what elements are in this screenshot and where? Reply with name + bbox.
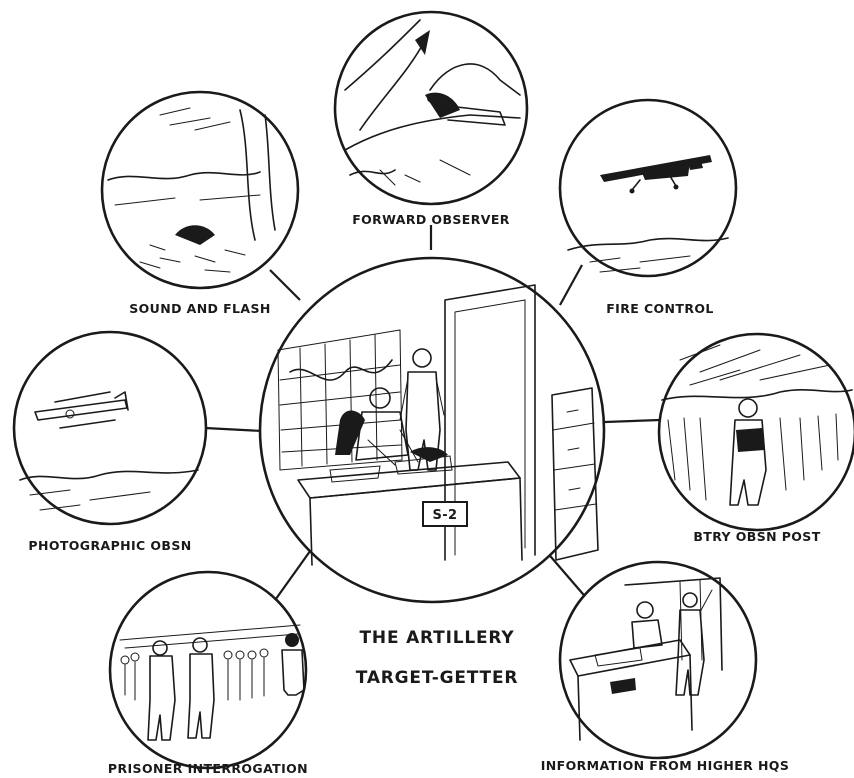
group-of-soldiers — [120, 633, 305, 741]
spotter-airplane-icon — [600, 155, 712, 194]
center-node-s2-office: S-2 — [258, 256, 606, 604]
spoke-photographic-obsn — [204, 426, 263, 433]
seated-officer — [335, 387, 419, 466]
label-btry-obsn-post: BTRY OBSN POST — [693, 529, 820, 544]
hq-officer-seated — [631, 601, 663, 649]
wall-map — [277, 329, 403, 471]
gun-emplacement — [139, 225, 246, 273]
node-photographic-obsn — [12, 330, 208, 526]
recon-airplane-icon — [34, 391, 129, 429]
s2-desk-sign: S-2 — [422, 501, 468, 527]
hq-officer-standing — [675, 589, 713, 696]
title-line-1: THE ARTILLERY — [360, 628, 515, 648]
filing-cabinet — [551, 387, 599, 561]
label-sound-and-flash: SOUND AND FLASH — [129, 301, 270, 316]
label-forward-observer: FORWARD OBSERVER — [352, 212, 510, 227]
node-prisoner-interrogation — [108, 570, 308, 770]
node-fire-control — [558, 98, 738, 278]
node-info-higher-hqs — [558, 560, 758, 760]
label-info-higher-hqs: INFORMATION FROM HIGHER HQS — [541, 758, 789, 773]
spoke-fire-control — [559, 264, 583, 306]
label-prisoner-interrogation: PRISONER INTERROGATION — [108, 761, 308, 776]
label-fire-control: FIRE CONTROL — [606, 301, 714, 316]
spoke-sound-and-flash — [269, 269, 301, 301]
desk — [297, 447, 523, 566]
node-forward-observer — [333, 10, 529, 206]
s2-sign-text: S-2 — [432, 508, 457, 523]
spoke-btry-obsn-post — [604, 418, 661, 424]
observer-figure — [425, 92, 506, 126]
label-photographic-obsn: PHOTOGRAPHIC OBSN — [28, 538, 191, 553]
title-line-2: TARGET-GETTER — [356, 668, 519, 688]
node-sound-and-flash — [100, 90, 300, 290]
node-btry-obsn-post — [657, 332, 854, 532]
observer-soldier — [729, 398, 767, 506]
